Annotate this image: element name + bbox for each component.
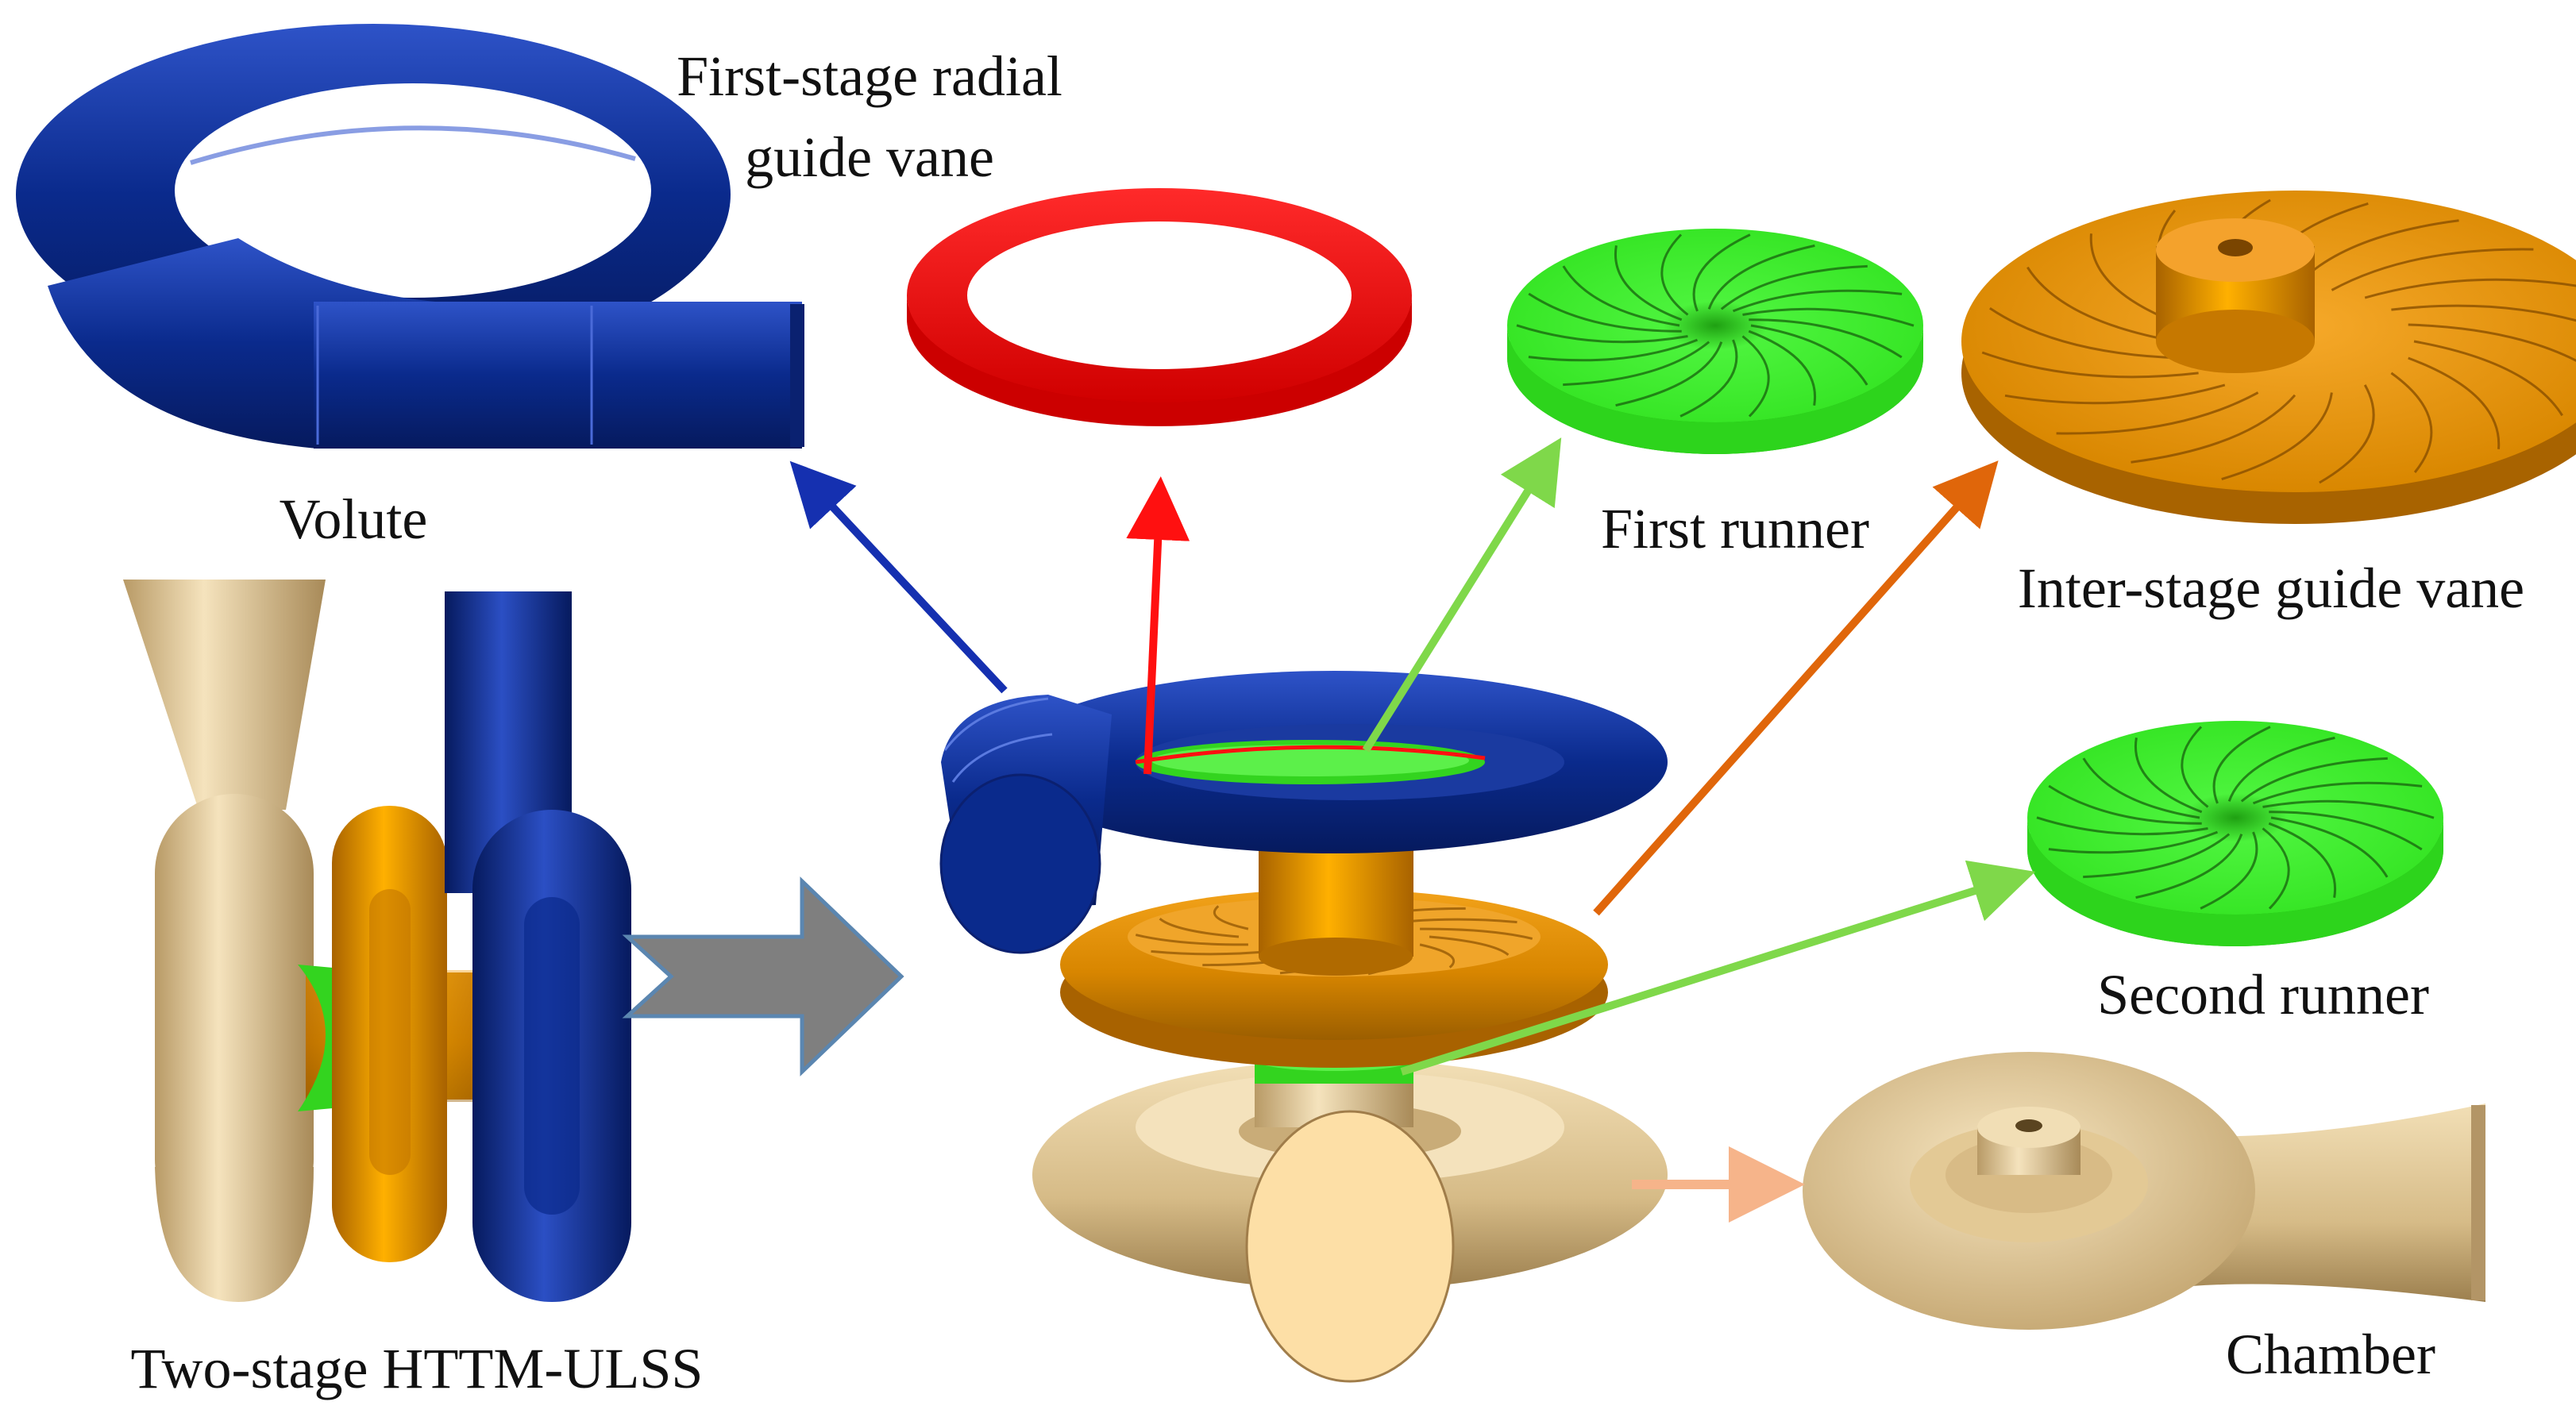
label-second-runner: Second runner [2097,963,2429,1026]
label-chamber: Chamber [2226,1323,2435,1386]
label-inter-stage: Inter-stage guide vane [2018,557,2524,620]
label-first-stage-line2: guide vane [745,125,994,189]
big-right-arrow [622,876,904,1076]
volute-shape [16,24,804,449]
center-assembly [939,671,1668,1383]
label-first-runner: First runner [1601,497,1869,560]
arrow-to-first-runner [1362,437,1562,753]
label-first-stage-line1: First-stage radial [677,44,1062,108]
arrow-to-radial-guide-vane [1126,476,1190,775]
assembly-side-view [123,580,631,1302]
arrow-to-second-runner [1400,860,2036,1076]
label-volute: Volute [280,487,428,551]
second-runner-disc [2027,721,2443,946]
arrow-to-volute [789,460,1008,694]
first-runner-disc [1507,229,1923,454]
arrow-to-inter-stage [1593,460,1999,916]
label-assembly: Two-stage HTTM-ULSS [131,1337,704,1400]
radial-guide-vane-ring [907,188,1412,426]
chamber-shape [1803,1052,2485,1330]
inter-stage-vane-disc [1961,191,2576,524]
